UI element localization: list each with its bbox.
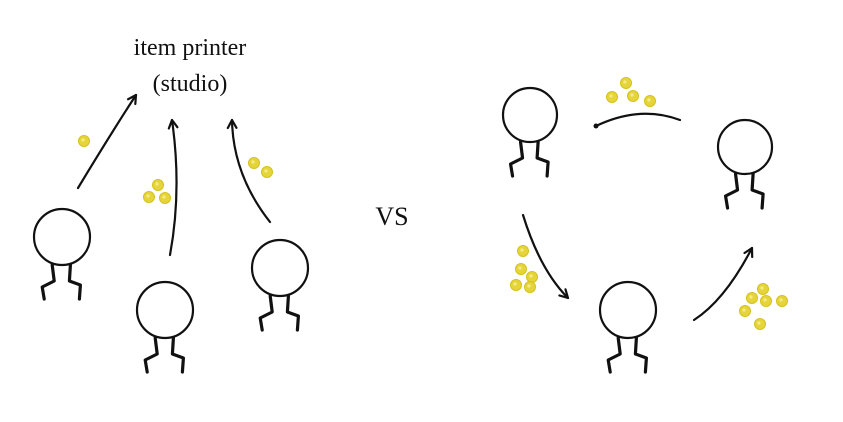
coin-shine	[162, 195, 166, 199]
coin-shine	[81, 138, 85, 142]
figure-left-leg	[508, 140, 525, 178]
coin-shine	[609, 94, 613, 98]
coin-right-top-4	[644, 95, 656, 107]
figure-head	[598, 280, 658, 340]
coin-right-top-3	[627, 90, 639, 102]
coin-right-right-3	[760, 295, 772, 307]
coin-shine	[527, 284, 531, 288]
coin-shine	[520, 248, 524, 252]
arrow-right-right	[692, 246, 754, 322]
arrow-shaft	[594, 112, 682, 128]
figure-right-topright	[716, 118, 774, 210]
coin-shine	[623, 80, 627, 84]
figure-right-leg	[750, 172, 765, 210]
arrow-right-top	[593, 112, 682, 129]
arrow-shaft	[76, 93, 138, 190]
coin-right-right-4	[776, 295, 788, 307]
figure-left-leg	[723, 172, 740, 210]
coin-shine	[749, 295, 753, 299]
arrow-shaft	[692, 246, 754, 322]
figure-right-leg	[285, 294, 300, 332]
figure-left-3	[250, 238, 310, 332]
figure-head	[716, 118, 774, 176]
coin-right-left-1	[517, 245, 529, 257]
coin-shine	[763, 298, 767, 302]
arrow-shaft	[230, 118, 272, 224]
arrow-shaft	[521, 213, 570, 300]
arrow-left-1	[76, 93, 138, 190]
arrow-tip-dot	[593, 123, 599, 129]
coin-shine	[779, 298, 783, 302]
figure-head	[250, 238, 310, 298]
figure-head	[135, 280, 195, 340]
coin-left-pair-1	[248, 157, 260, 169]
coin-shine	[742, 308, 746, 312]
figure-left-1	[32, 207, 92, 301]
figure-right-leg	[633, 336, 648, 374]
coin-left-trio-2	[143, 191, 155, 203]
arrow-left-3	[226, 118, 272, 224]
coin-shine	[630, 93, 634, 97]
coin-right-left-5	[524, 281, 536, 293]
arrow-head	[226, 118, 238, 130]
coin-left-trio-3	[159, 192, 171, 204]
vs-label: VS	[375, 202, 408, 231]
coin-shine	[757, 321, 761, 325]
figure-left-2	[135, 280, 195, 374]
coin-shine	[647, 98, 651, 102]
item-printer-title: item printer	[134, 35, 247, 61]
coin-shine	[760, 286, 764, 290]
coin-shine	[155, 182, 159, 186]
coin-right-top-1	[620, 77, 632, 89]
figure-head	[32, 207, 92, 267]
arrow-head	[558, 288, 570, 300]
figure-head	[501, 86, 559, 144]
figure-left-leg	[143, 336, 159, 374]
figure-right-leg	[67, 263, 82, 301]
figure-left-leg	[258, 294, 274, 332]
studio-subtitle: (studio)	[153, 71, 228, 97]
coin-shine	[264, 169, 268, 173]
coin-right-right-5	[739, 305, 751, 317]
coin-shine	[146, 194, 150, 198]
coin-right-right-6	[754, 318, 766, 330]
arrow-shaft	[168, 118, 178, 257]
arrow-left-2	[167, 118, 179, 257]
coin-right-right-1	[757, 283, 769, 295]
coin-left-pair-2	[261, 166, 273, 178]
coin-right-left-2	[515, 263, 527, 275]
coin-left-single	[78, 135, 90, 147]
coin-shine	[251, 160, 255, 164]
figure-right-leg	[170, 336, 185, 374]
figure-right-leg	[535, 140, 550, 178]
coin-shine	[513, 282, 517, 286]
coin-shine	[518, 266, 522, 270]
coin-right-top-2	[606, 91, 618, 103]
arrow-head	[126, 93, 138, 106]
coin-right-right-2	[746, 292, 758, 304]
coin-left-trio-1	[152, 179, 164, 191]
coin-shine	[529, 274, 533, 278]
coin-right-left-4	[510, 279, 522, 291]
arrow-head	[743, 246, 754, 259]
figure-left-leg	[606, 336, 622, 374]
figure-right-topleft	[501, 86, 559, 178]
coin-right-left-3	[526, 271, 538, 283]
figure-right-bottom	[598, 280, 658, 374]
arrow-right-left	[521, 213, 570, 300]
arrow-head	[167, 118, 179, 130]
figure-left-leg	[40, 263, 56, 301]
